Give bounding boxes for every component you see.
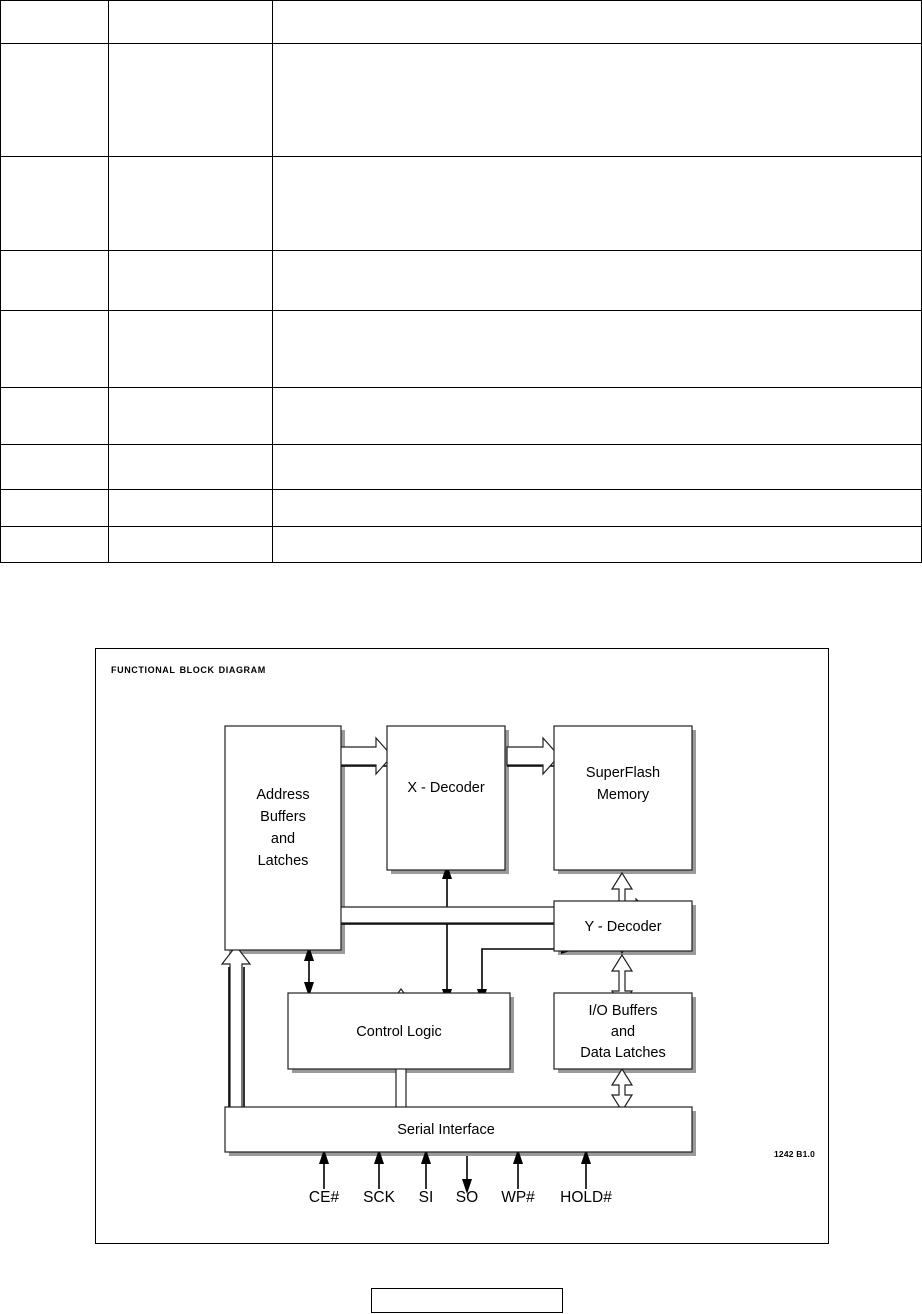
- table-cell: [272, 526, 922, 563]
- table-cell: [0, 156, 109, 251]
- block-label: X - Decoder: [407, 780, 485, 796]
- table-row: [0, 444, 922, 490]
- diagram-canvas: Address Buffers and Latches X - Decoder …: [220, 725, 696, 1206]
- pin-label-sck: SCK: [363, 1189, 396, 1206]
- table-row: [0, 156, 922, 251]
- functional-block-diagram: Functional Block Diagram 1242 B1.0: [95, 648, 829, 1244]
- block-label: I/O Buffers: [588, 1003, 657, 1019]
- table-cell: [272, 387, 922, 445]
- table-cell: [0, 526, 109, 563]
- block-superflash-memory[interactable]: SuperFlash Memory: [553, 725, 693, 871]
- table-cell: [108, 387, 273, 445]
- arrowhead-in-si: [421, 1149, 431, 1164]
- pin-labels: CE# SCK SI SO WP# HOLD#: [309, 1189, 612, 1206]
- table-cell: [272, 444, 922, 490]
- pin-label-hold: HOLD#: [560, 1189, 612, 1206]
- block-label: and: [611, 1024, 635, 1040]
- drawing-reference-label: 1242 B1.0: [773, 1149, 815, 1159]
- block-label: Serial Interface: [397, 1122, 495, 1138]
- block-x-decoder[interactable]: X - Decoder: [386, 725, 506, 871]
- pin-label-wp: WP#: [501, 1189, 535, 1206]
- block-serial-interface[interactable]: Serial Interface: [224, 1106, 693, 1153]
- table-cell: [0, 43, 109, 157]
- block-label: Address: [256, 787, 309, 803]
- table-cell: [0, 444, 109, 490]
- arrowhead-out-so: [462, 1179, 472, 1194]
- block-y-decoder[interactable]: Y - Decoder: [553, 900, 693, 952]
- table-row: [0, 387, 922, 445]
- block-label: Y - Decoder: [584, 919, 661, 935]
- table-cell: [108, 43, 273, 157]
- block-label: and: [271, 831, 295, 847]
- specification-table: [0, 0, 922, 563]
- arrowhead-up-xdec: [442, 864, 452, 879]
- block-control-logic[interactable]: Control Logic: [287, 992, 511, 1070]
- table-row: [0, 250, 922, 311]
- hollow-arrow-serial-to-addr: [220, 945, 252, 1112]
- table-cell: [0, 250, 109, 311]
- arrowhead-in-hold: [581, 1149, 591, 1164]
- table-cell: [108, 156, 273, 251]
- block-address-buffers[interactable]: Address Buffers and Latches: [224, 725, 342, 951]
- table-cell: [108, 250, 273, 311]
- table-cell: [272, 489, 922, 527]
- pin-label-si: SI: [419, 1189, 434, 1206]
- table-cell: [108, 526, 273, 563]
- table-cell: [272, 156, 922, 251]
- table-cell: [108, 444, 273, 490]
- table-cell: [272, 0, 922, 44]
- hollow-arrow-xdec-to-flash: [506, 736, 560, 776]
- block-label: Buffers: [260, 809, 306, 825]
- table-cell: [0, 310, 109, 388]
- table-row: [0, 310, 922, 388]
- arrowhead-up-addr: [304, 946, 314, 961]
- table-cell: [272, 43, 922, 157]
- arrowhead-in-wp: [513, 1149, 523, 1164]
- hollow-arrow-io-serial: [610, 1067, 634, 1113]
- footer-box: [371, 1288, 563, 1313]
- pin-label-so: SO: [456, 1189, 478, 1206]
- table-row: [0, 489, 922, 527]
- block-label: Data Latches: [580, 1045, 665, 1061]
- pin-label-ce: CE#: [309, 1189, 340, 1206]
- block-label: Memory: [597, 787, 650, 803]
- arrowhead-down-ctrl-3: [304, 982, 314, 997]
- table-cell: [108, 0, 273, 44]
- table-cell: [108, 310, 273, 388]
- wire-elbow-ydec-ctrl: [481, 948, 566, 994]
- block-io-buffers[interactable]: I/O Buffers and Data Latches: [553, 992, 693, 1070]
- arrowhead-in-ce: [319, 1149, 329, 1164]
- table-cell: [272, 250, 922, 311]
- block-label: Control Logic: [356, 1024, 441, 1040]
- table-cell: [0, 387, 109, 445]
- table-cell: [0, 489, 109, 527]
- table-row: [0, 0, 922, 44]
- arrowhead-in-sck: [374, 1149, 384, 1164]
- block-label: SuperFlash: [586, 765, 660, 781]
- table-row: [0, 526, 922, 563]
- table-cell: [108, 489, 273, 527]
- hollow-arrow-addr-to-xdec: [339, 736, 393, 776]
- table-cell: [0, 0, 109, 44]
- diagram-title: Functional Block Diagram: [111, 662, 266, 676]
- table-cell: [272, 310, 922, 388]
- block-label: Latches: [258, 853, 309, 869]
- table-row: [0, 43, 922, 157]
